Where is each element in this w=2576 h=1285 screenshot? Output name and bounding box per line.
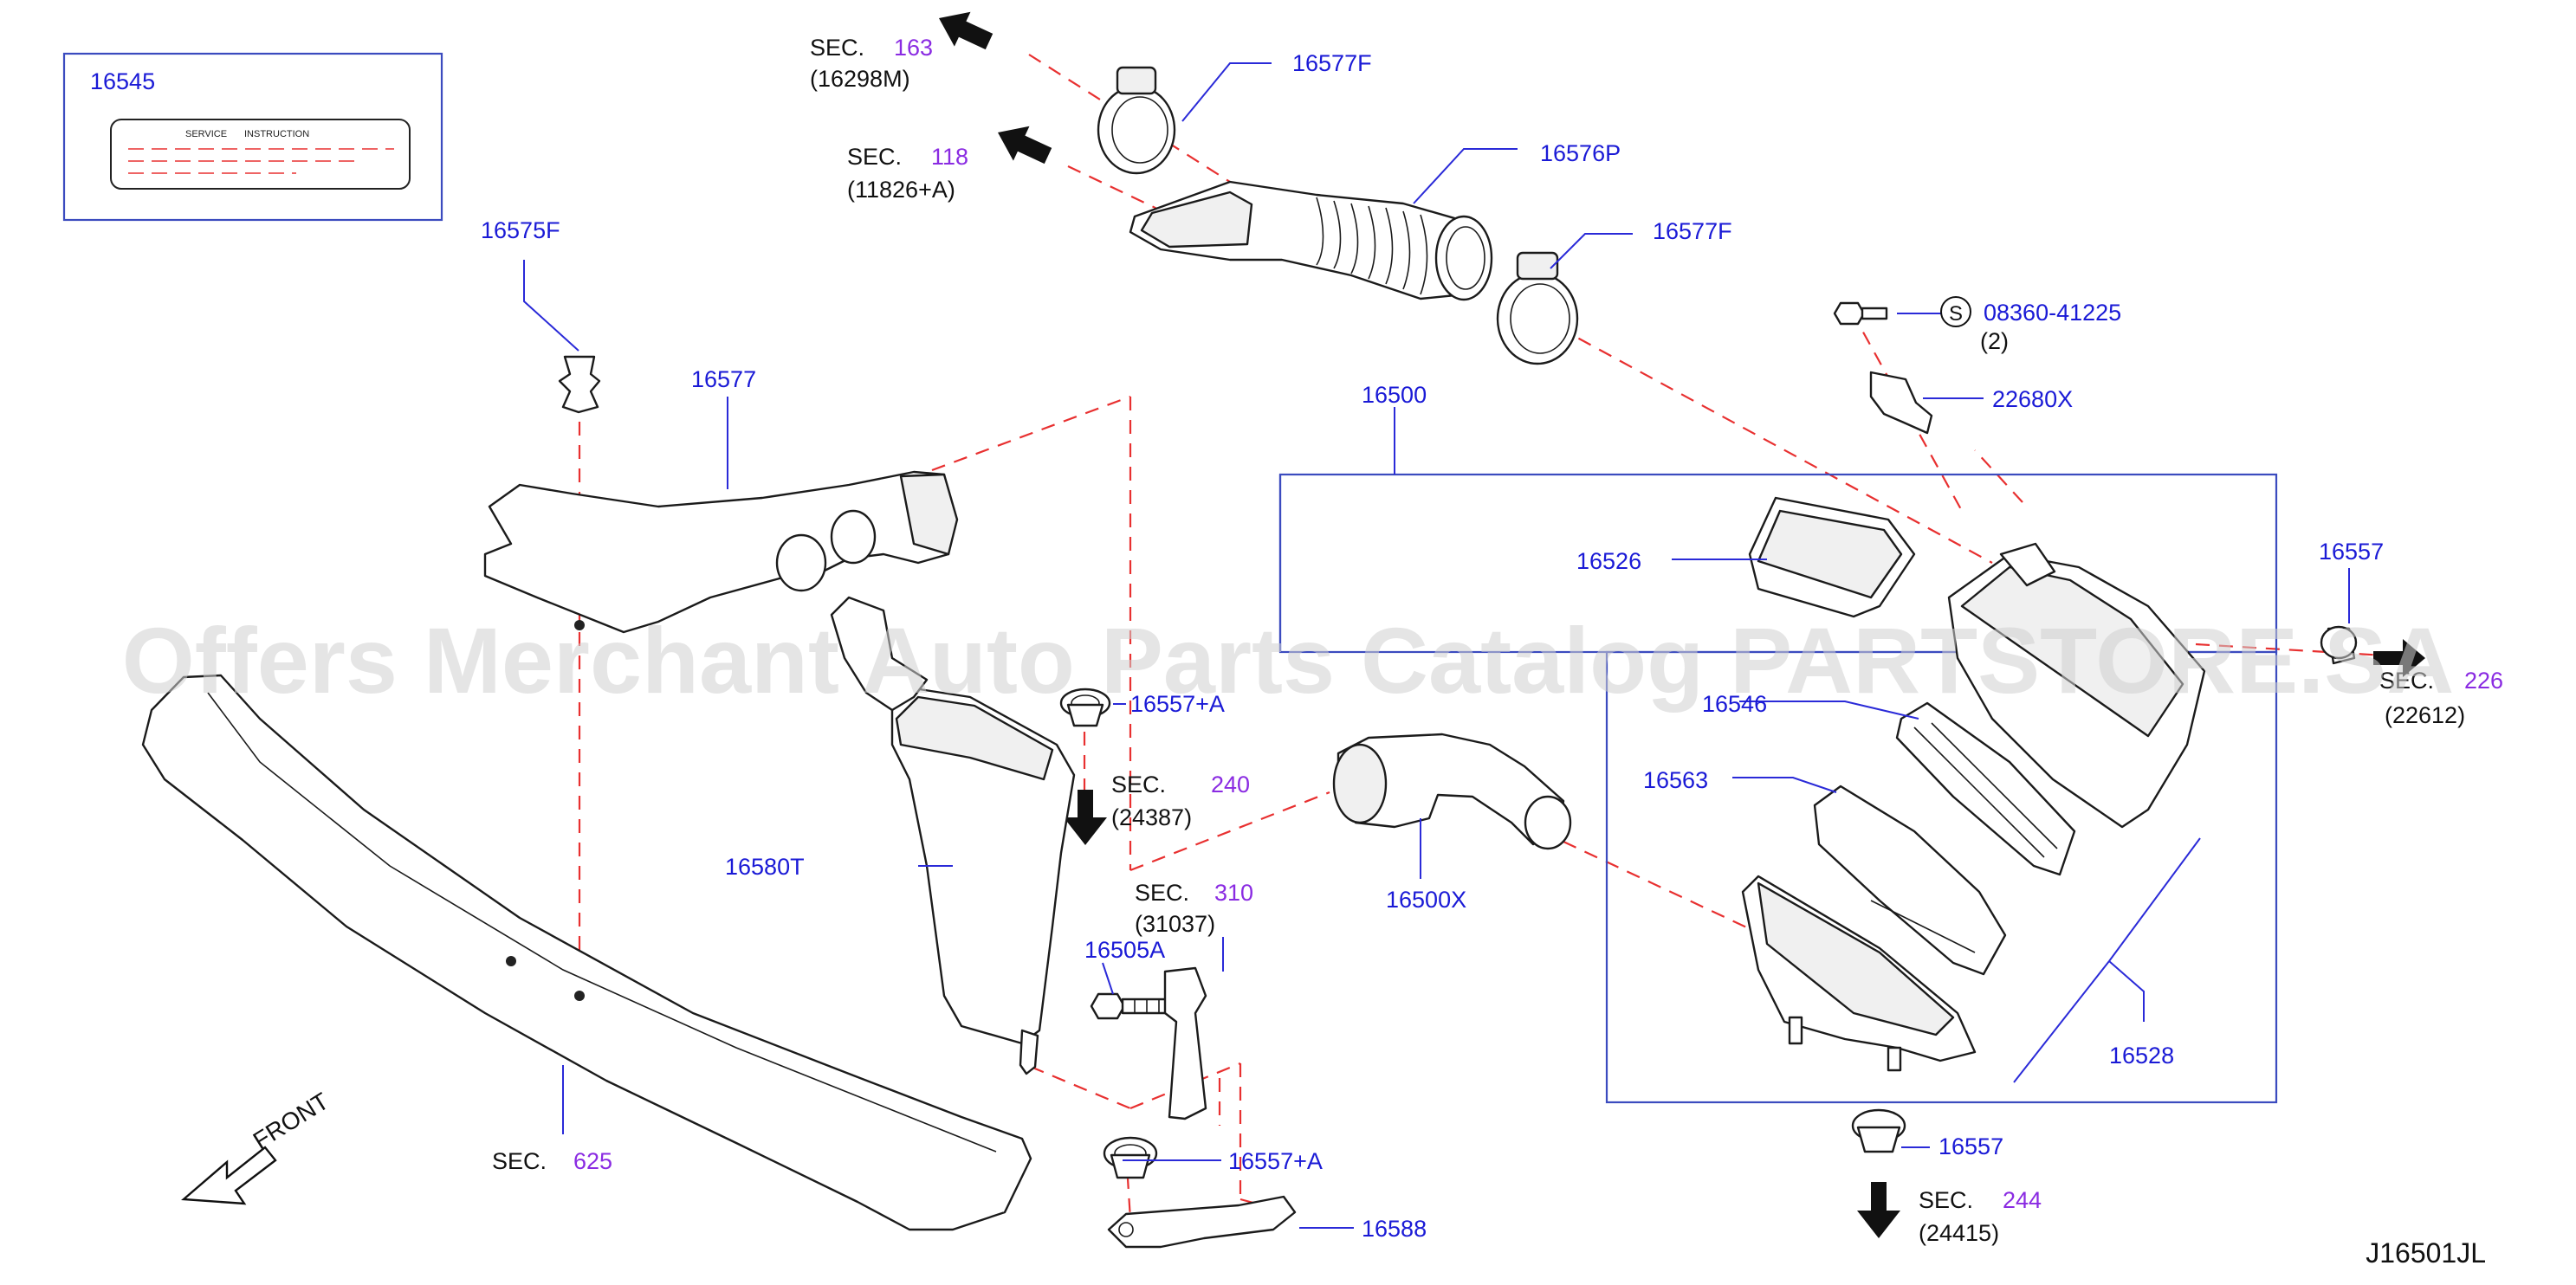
part-number-16546[interactable]: 16546 [1702, 691, 1767, 717]
arrow-sec-244 [1857, 1182, 1900, 1238]
svg-text:244: 244 [2003, 1187, 2042, 1213]
standard-part-symbol [1940, 296, 1971, 327]
diagram-id: J16501JL [2366, 1237, 2486, 1269]
grommet-16557A-top [1059, 688, 1111, 727]
hose-clamp-top [1097, 66, 1176, 175]
grommet-16557A-bottom [1103, 1136, 1158, 1179]
clip-16575F [558, 355, 601, 414]
svg-text:240: 240 [1211, 772, 1250, 797]
part-number-16576P[interactable]: 16576P [1540, 140, 1621, 166]
svg-text:(22612): (22612) [2385, 702, 2465, 728]
part-number-16577F-top[interactable]: 16577F [1292, 50, 1372, 76]
section-references: SEC. 163 (16298M) SEC. 118 (11826+A) SEC… [492, 35, 2503, 1246]
part-number-16526[interactable]: 16526 [1576, 548, 1641, 574]
quantity-08360-41225: (2) [1980, 328, 2009, 354]
part-number-08360-41225[interactable]: 08360-41225 [1984, 300, 2121, 326]
intake-hose-16576P [1129, 180, 1493, 301]
part-number-16500[interactable]: 16500 [1362, 382, 1427, 408]
part-number-16557-bottom[interactable]: 16557 [1938, 1133, 2003, 1159]
standard-part-symbol-letter: S [1949, 302, 1963, 326]
air-cleaner-cover [1947, 542, 2206, 829]
part-number-16557A-bottom[interactable]: 16557+A [1228, 1148, 1323, 1174]
part-number-16557-right[interactable]: 16557 [2319, 539, 2384, 565]
part-number-22680X[interactable]: 22680X [1992, 386, 2073, 412]
watermark: Offers Merchant Auto Parts Catalog PARTS… [122, 608, 2454, 713]
part-number-16588[interactable]: 16588 [1362, 1216, 1427, 1242]
svg-text:310: 310 [1214, 880, 1253, 906]
svg-text:SEC.: SEC. [847, 144, 902, 170]
svg-text:SEC.: SEC. [1111, 772, 1166, 797]
label-card-text-lines [128, 148, 394, 174]
grommet-16557-right [2320, 625, 2358, 665]
svg-text:SEC.: SEC. [2379, 668, 2434, 694]
hose-clamp-mid [1496, 251, 1579, 365]
svg-text:625: 625 [573, 1148, 612, 1174]
label-card-heading-instruction: INSTRUCTION [244, 129, 309, 139]
part-number-16500X[interactable]: 16500X [1386, 887, 1466, 913]
svg-text:(24415): (24415) [1919, 1220, 1999, 1246]
svg-text:(11826+A): (11826+A) [847, 177, 955, 203]
section-arrows [938, 11, 2425, 1238]
part-number-16528[interactable]: 16528 [2109, 1043, 2174, 1069]
section-ref-240[interactable]: SEC. 240 (24387) [1111, 772, 1250, 830]
svg-text:(24387): (24387) [1111, 804, 1192, 830]
part-number-16545[interactable]: 16545 [90, 68, 155, 94]
part-number-16580T[interactable]: 16580T [725, 854, 805, 880]
filter-frame-16563 [1813, 785, 2007, 976]
section-ref-118[interactable]: SEC. 118 (11826+A) [847, 144, 968, 203]
svg-text:(31037): (31037) [1135, 911, 1215, 937]
section-ref-163[interactable]: SEC. 163 (16298M) [810, 35, 933, 92]
part-number-labels: 16575F 16577 16577F 16576P 16577F S 0836… [481, 50, 2384, 1242]
service-label-callout: 16545 SERVICE INSTRUCTION [62, 52, 443, 222]
air-filter-16546 [1895, 701, 2076, 876]
assembly-bracket-16500-lower [1605, 650, 2278, 1104]
svg-text:SEC.: SEC. [1135, 880, 1189, 906]
part-number-16577[interactable]: 16577 [691, 366, 756, 392]
part-number-16577F-mid[interactable]: 16577F [1653, 218, 1732, 244]
label-card-heading-service: SERVICE [185, 129, 227, 139]
bracket-16505A [1163, 966, 1207, 1120]
core-support-sec-625 [141, 674, 1032, 1231]
svg-text:118: 118 [931, 144, 968, 170]
bolt-16505A [1090, 992, 1178, 1020]
front-label: FRONT [249, 1088, 333, 1154]
bracket-16588 [1107, 1195, 1297, 1249]
svg-text:SEC.: SEC. [492, 1148, 547, 1174]
part-number-16557A-top[interactable]: 16557+A [1130, 691, 1225, 717]
air-cleaner-lower-case-16528 [1741, 875, 1977, 1072]
arrow-sec-240 [1064, 790, 1107, 845]
resonator-16580T [830, 596, 1076, 1075]
service-label-card [110, 119, 411, 190]
air-duct-16577 [483, 355, 959, 634]
leader-lines [523, 62, 2350, 1229]
part-number-16505A[interactable]: 16505A [1084, 937, 1165, 963]
part-number-16563[interactable]: 16563 [1643, 767, 1708, 793]
section-ref-625[interactable]: SEC. 625 [492, 1148, 612, 1174]
svg-text:(16298M): (16298M) [810, 66, 910, 92]
part-number-16575F[interactable]: 16575F [481, 217, 560, 243]
svg-text:SEC.: SEC. [810, 35, 864, 61]
front-direction-indicator: FRONT [181, 1088, 333, 1205]
svg-text:163: 163 [894, 35, 933, 61]
grommet-16557-bottom [1851, 1108, 1906, 1153]
sensor-22680X [1869, 371, 1933, 435]
intake-duct-16500X [1332, 733, 1572, 850]
section-ref-226[interactable]: SEC. 226 (22612) [2379, 668, 2503, 728]
section-ref-310[interactable]: SEC. 310 (31037) [1135, 880, 1253, 937]
arrow-sec-226 [2373, 639, 2425, 677]
service-label-frame [62, 52, 443, 222]
svg-text:SEC.: SEC. [1919, 1187, 1973, 1213]
section-ref-244[interactable]: SEC. 244 (24415) [1919, 1187, 2042, 1246]
svg-text:226: 226 [2464, 668, 2503, 694]
screw-08360-41225 [1833, 301, 1888, 326]
air-cleaner-upper-case-16526 [1748, 496, 1916, 618]
